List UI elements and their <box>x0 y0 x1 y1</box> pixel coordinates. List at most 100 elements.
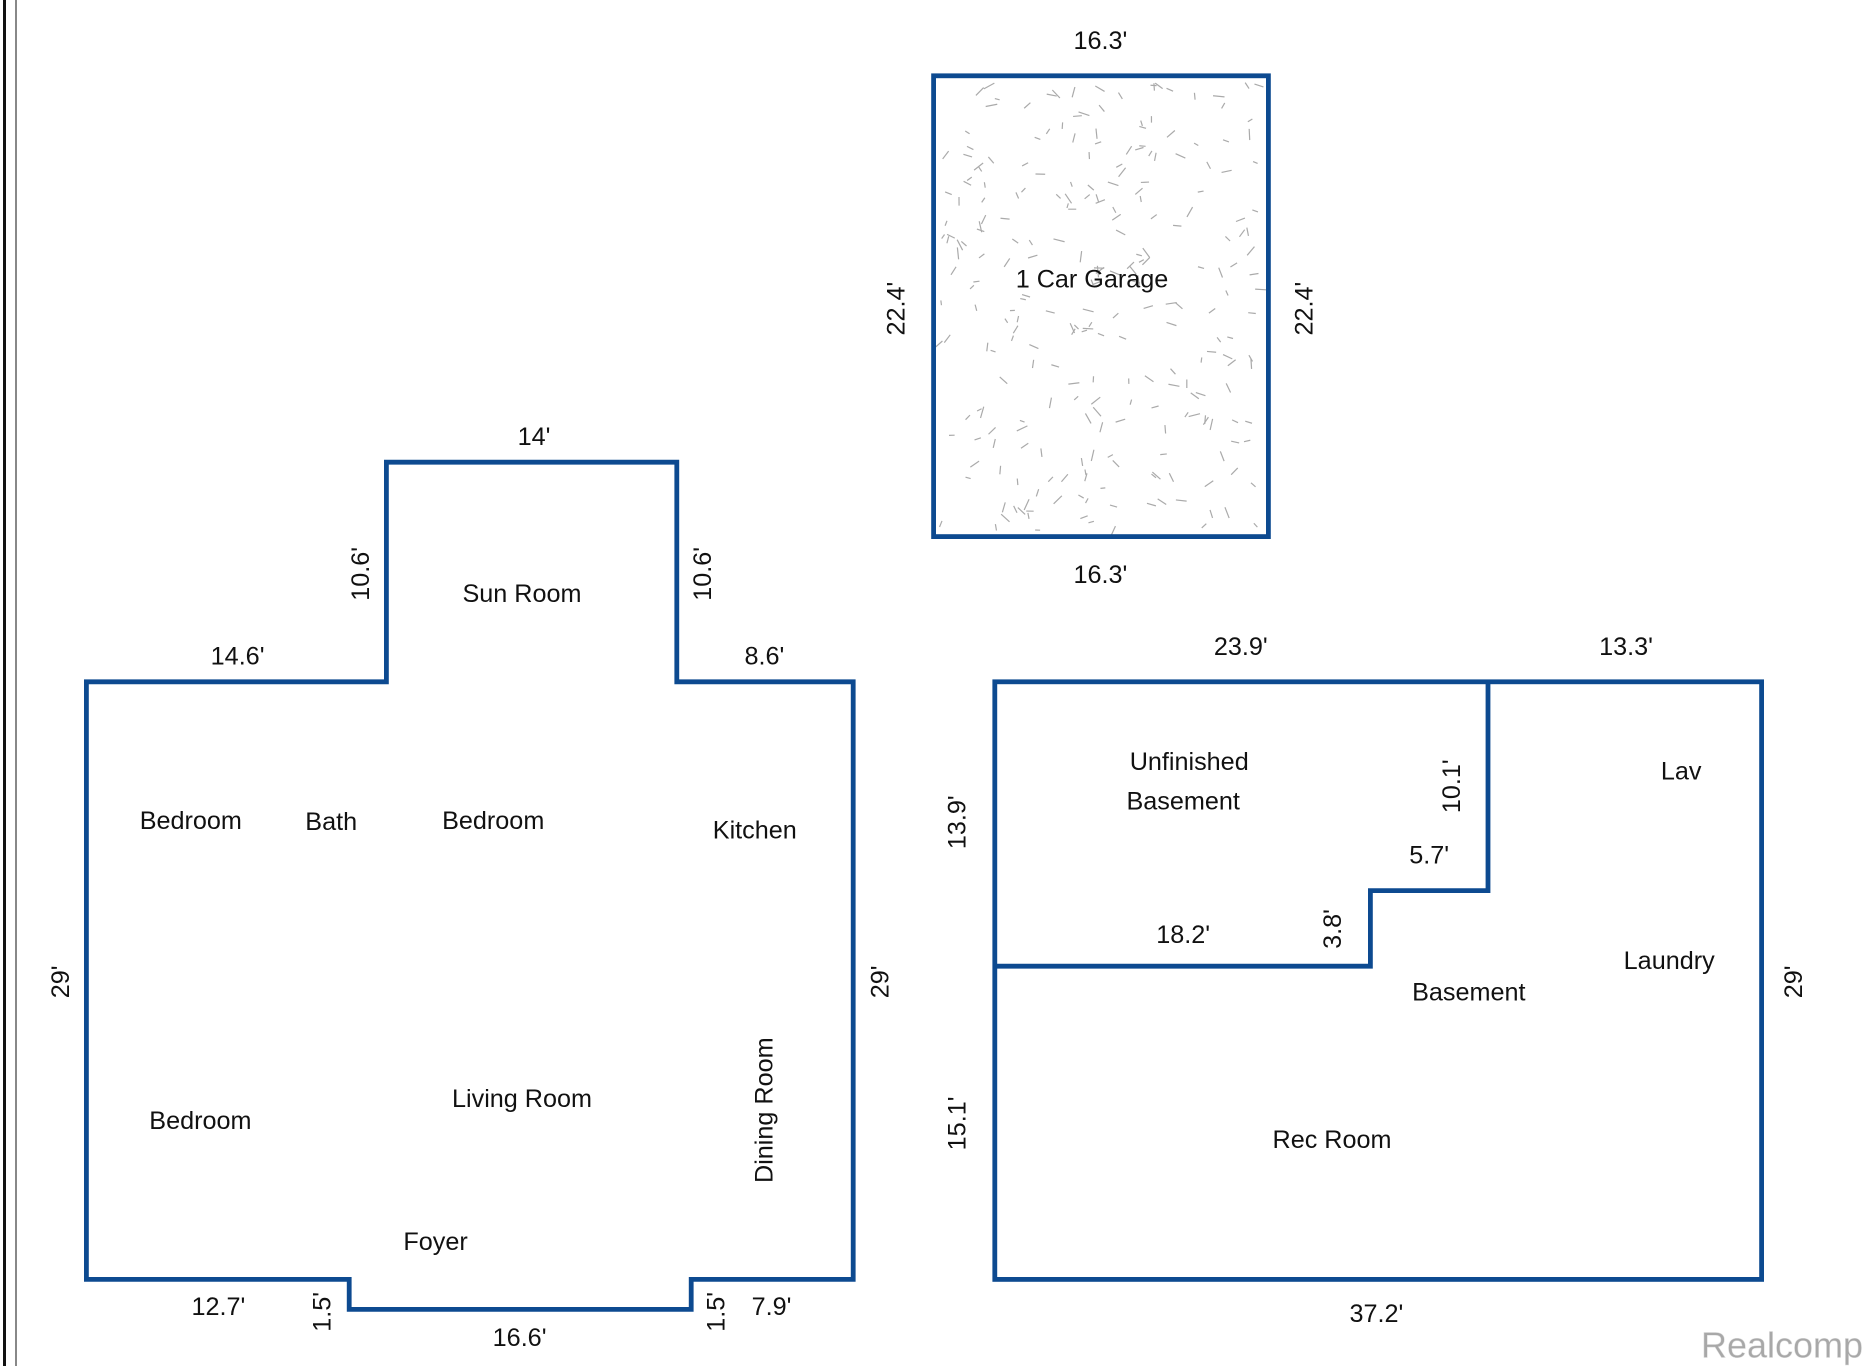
hatch-mark <box>1200 357 1203 363</box>
basement-left-lower-dimension: 15.1' <box>943 1096 971 1150</box>
hatch-mark <box>1095 194 1100 203</box>
garage-bottom-dimension: 16.3' <box>1073 561 1127 589</box>
hatch-mark <box>1071 86 1076 98</box>
inner-horizontal-dimension: 18.2' <box>1156 921 1210 949</box>
hatch-mark <box>975 87 985 96</box>
hatch-mark <box>1221 169 1232 174</box>
hatch-mark <box>1109 270 1121 276</box>
hatch-mark <box>1208 307 1216 314</box>
hatch-mark <box>1092 280 1102 286</box>
hatch-mark <box>940 300 943 306</box>
hatch-mark <box>1107 181 1119 187</box>
hatch-mark <box>1248 312 1256 315</box>
hatch-mark <box>964 130 970 135</box>
hatch-mark <box>1222 139 1230 143</box>
hatch-mark <box>981 197 986 203</box>
hatch-mark <box>946 236 950 244</box>
hatch-mark <box>1028 239 1033 246</box>
hatch-mark <box>1166 321 1177 327</box>
hatch-mark <box>1235 217 1246 223</box>
room-rec-room: Rec Room <box>1273 1126 1392 1154</box>
hatch-mark <box>974 304 978 311</box>
hatch-mark <box>1197 190 1204 193</box>
hatch-mark <box>1115 229 1126 236</box>
hatch-mark <box>999 376 1008 385</box>
hatch-mark <box>1000 513 1010 523</box>
hatch-mark <box>1129 265 1137 275</box>
hatch-mark <box>1245 420 1253 424</box>
hatch-mark <box>1146 502 1157 507</box>
inner-vertical-dimension: 10.1' <box>1438 759 1466 813</box>
hatch-mark <box>944 191 952 196</box>
bottom-right-dimension: 7.9' <box>752 1293 792 1321</box>
hatch-mark <box>1012 325 1019 334</box>
garage-outline <box>931 73 1271 539</box>
hatch-mark <box>1099 422 1104 433</box>
hatch-mark <box>1087 184 1095 191</box>
hatch-mark <box>1137 275 1140 287</box>
hatch-mark <box>1118 335 1127 340</box>
hatch-mark <box>1051 364 1060 368</box>
room-basement: Basement <box>1412 978 1525 1006</box>
hatch-mark <box>978 166 983 172</box>
hatch-mark <box>1023 102 1031 109</box>
inner-step-dimension: 5.7' <box>1409 842 1449 870</box>
hatch-mark <box>1151 405 1159 409</box>
hatch-mark <box>1112 460 1120 468</box>
hatch-mark <box>1051 89 1061 99</box>
hatch-mark <box>1253 522 1258 528</box>
hatch-mark <box>1011 238 1019 244</box>
hatch-mark <box>1249 272 1259 276</box>
room-living-room: Living Room <box>452 1085 592 1113</box>
hatch-mark <box>988 426 996 435</box>
room-foyer: Foyer <box>403 1228 467 1256</box>
hatch-mark <box>1097 332 1105 337</box>
room-unfinished-basement-line1: Unfinished <box>1130 748 1249 776</box>
hatch-mark <box>1046 93 1057 97</box>
hatch-mark <box>1255 288 1267 291</box>
hatch-mark <box>1244 82 1250 89</box>
hatch-mark <box>1151 473 1157 479</box>
inner-step-height-dimension: 3.8' <box>1319 909 1347 949</box>
right-dimension: 29' <box>867 965 895 998</box>
hatch-mark <box>1107 454 1114 458</box>
hatch-mark <box>1246 227 1250 236</box>
hatch-mark <box>1117 92 1123 100</box>
hatch-mark <box>973 162 984 171</box>
hatch-mark <box>1094 141 1102 145</box>
hatch-mark <box>1164 424 1167 434</box>
hatch-mark <box>1069 322 1076 334</box>
hatch-mark <box>1060 473 1069 483</box>
top-left-dimension: 14.6' <box>211 642 265 670</box>
hatch-mark <box>1078 111 1090 117</box>
hatch-mark <box>1151 471 1161 480</box>
hatch-mark <box>1125 145 1133 155</box>
hatch-mark <box>1027 512 1030 519</box>
step-left-dimension: 1.5' <box>309 1292 337 1332</box>
hatch-mark <box>1175 153 1186 159</box>
hatch-mark <box>970 460 980 468</box>
hatch-mark <box>1088 321 1093 328</box>
hatch-mark <box>1227 359 1237 367</box>
hatch-mark <box>1016 478 1019 486</box>
garage-top-dimension: 16.3' <box>1073 27 1127 55</box>
hatch-mark <box>1082 308 1094 313</box>
hatch-mark <box>943 334 951 343</box>
hatch-mark <box>1045 128 1051 135</box>
room-dining-room: Dining Room <box>750 1037 778 1183</box>
garage-label: 1 Car Garage <box>1016 266 1169 294</box>
hatch-mark <box>1015 192 1020 199</box>
room-laundry: Laundry <box>1624 947 1715 975</box>
hatch-mark <box>1088 520 1095 524</box>
hatch-mark <box>1209 418 1214 431</box>
hatch-mark <box>1238 229 1246 238</box>
garage: 16.3' 16.3' 22.4' 22.4' 1 Car Garage <box>882 27 1318 589</box>
hatch-mark <box>979 406 985 419</box>
hatch-mark <box>1072 133 1076 143</box>
hatch-mark <box>1078 494 1085 499</box>
hatch-mark <box>1084 469 1087 475</box>
hatch-mark <box>1231 419 1239 424</box>
hatch-mark <box>960 240 967 247</box>
realcomp-watermark: Realcomp <box>1701 1324 1863 1365</box>
page-border-light <box>15 0 17 1366</box>
